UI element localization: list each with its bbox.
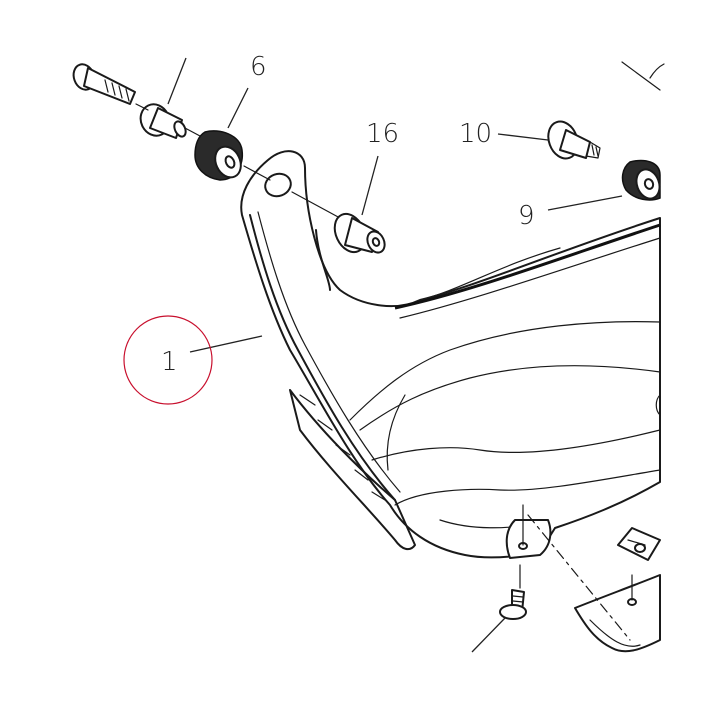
bolt-top-left[interactable] xyxy=(70,61,136,105)
callout-6[interactable]: 6 xyxy=(250,52,267,82)
clip-nut[interactable] xyxy=(617,527,661,561)
spacer-part-16[interactable] xyxy=(329,209,388,257)
spacer-washer-top-left[interactable] xyxy=(136,100,188,141)
bolt-part-10[interactable] xyxy=(543,117,601,162)
callout-9[interactable]: 9 xyxy=(518,201,535,231)
leader-line-16 xyxy=(361,155,379,216)
fairing-panel[interactable] xyxy=(240,150,661,559)
callout-10[interactable]: 10 xyxy=(459,119,492,149)
grommet-part-6[interactable] xyxy=(194,130,246,182)
callout-16[interactable]: 16 xyxy=(366,119,399,149)
lower-bracket[interactable] xyxy=(574,574,661,653)
grommet-part-9[interactable] xyxy=(621,159,664,202)
highlight-circle xyxy=(123,315,213,405)
bottom-screw[interactable] xyxy=(499,564,527,620)
assembly-axis-line-left xyxy=(135,103,341,219)
assembly-axis-line-bottom xyxy=(527,514,631,641)
leader-line-9 xyxy=(547,195,623,211)
callout-1[interactable]: 1 xyxy=(161,347,178,377)
leader-line-6 xyxy=(227,87,249,129)
leader-line-7 xyxy=(167,57,187,105)
background-part-top-right xyxy=(621,61,665,91)
leader-line-1 xyxy=(189,335,263,353)
leader-line-bottom-screw xyxy=(471,617,506,653)
leader-line-10 xyxy=(497,133,549,141)
